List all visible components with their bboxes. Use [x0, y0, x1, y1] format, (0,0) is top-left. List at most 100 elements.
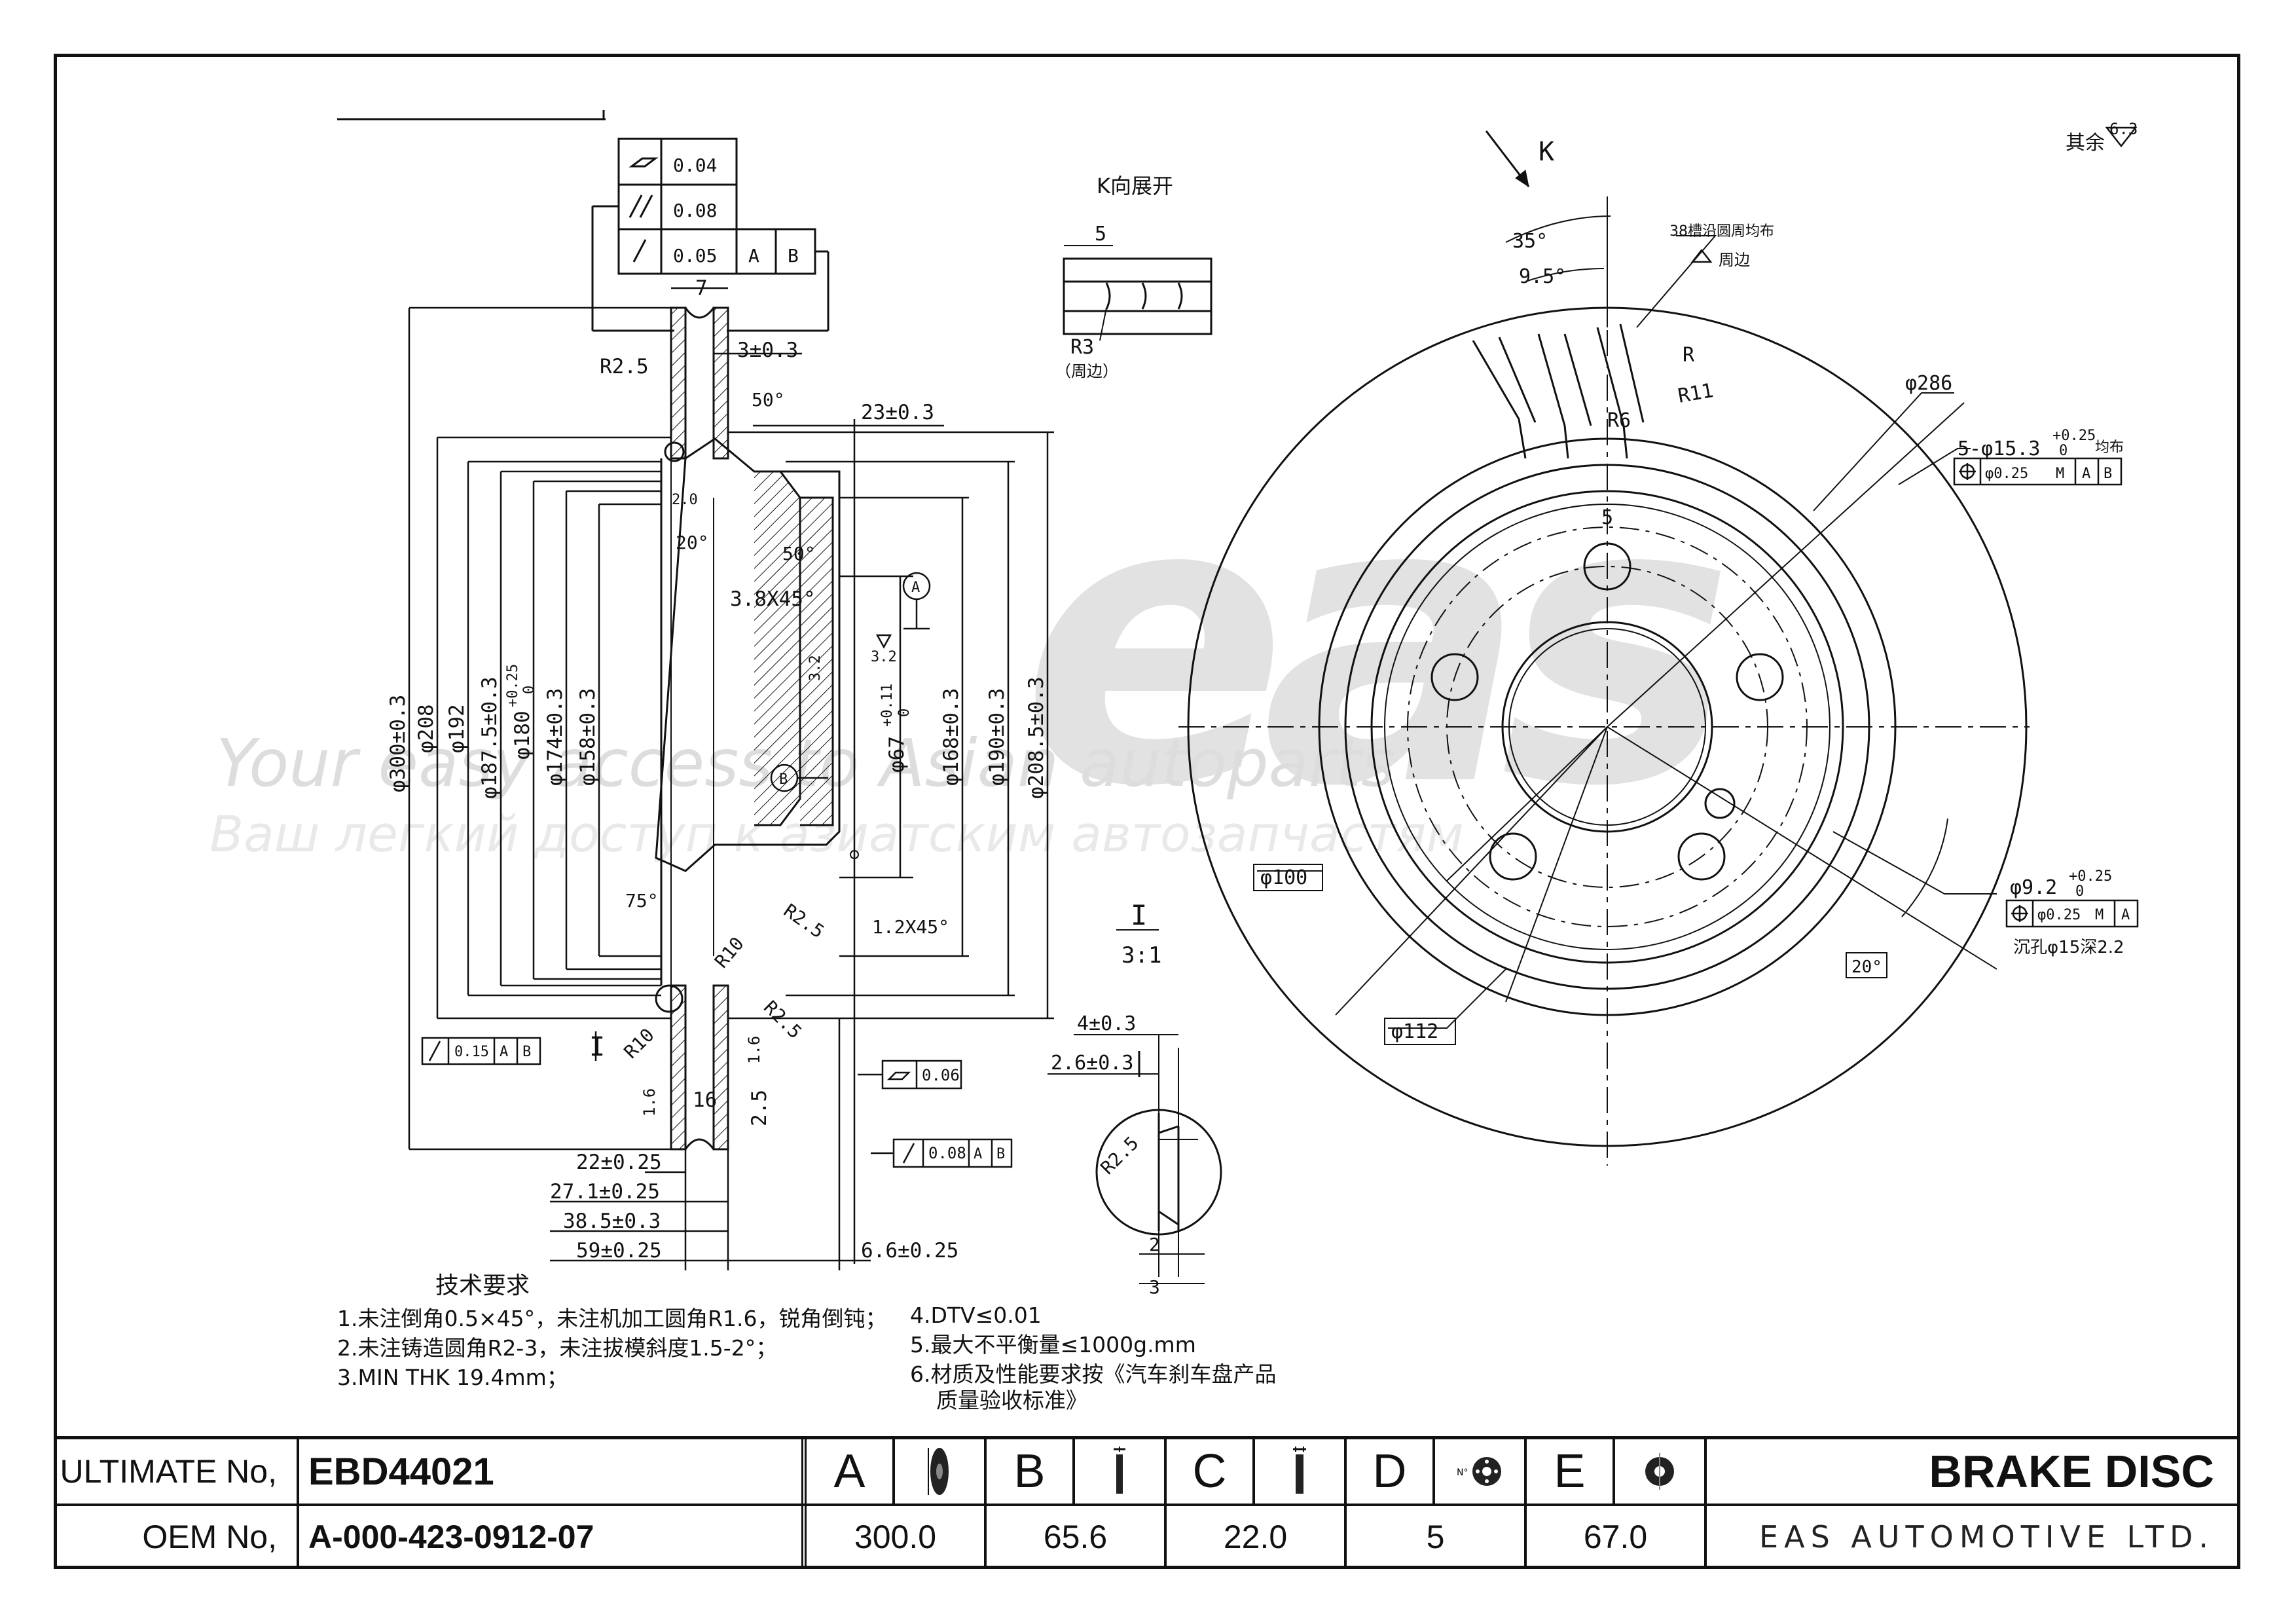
front-edge-note: 周边	[1719, 251, 1750, 269]
section-mark: I	[589, 1032, 605, 1062]
bolt-holes-icon: N°	[1435, 1439, 1527, 1504]
runout-value: 0.05	[673, 245, 717, 267]
front-d112: φ112	[1391, 1020, 1438, 1043]
front-hole9-tol2: 0	[2075, 883, 2084, 900]
title-row-2: OEM No, A-000-423-0912-07 300.0 65.6 22.…	[54, 1505, 2240, 1569]
dim-h271: 27.1±0.25	[550, 1180, 660, 1204]
dim-d168: φ168±0.3	[939, 688, 963, 786]
dim-d180-tol: +0.25	[505, 664, 521, 707]
runout-left-a: A	[500, 1044, 508, 1060]
dim-h22: 22±0.25	[576, 1151, 662, 1174]
detail-d4: 4±0.3	[1077, 1012, 1136, 1035]
dim-rough32a: 3.2	[807, 655, 824, 681]
front-ang35: 35°	[1512, 230, 1548, 253]
dim-ang20: 20°	[676, 532, 709, 553]
dim-w7: 7	[695, 276, 708, 300]
col-a-letter: A	[807, 1439, 895, 1504]
runout-datum-a: A	[748, 245, 759, 267]
k-view-r3: R3	[1070, 336, 1094, 359]
disc-diameter-icon	[895, 1439, 987, 1504]
ultimate-label: ULTIMATE No,	[54, 1439, 299, 1504]
dim-d192: φ192	[445, 704, 469, 753]
dim-d300: φ300±0.3	[386, 695, 410, 792]
col-c-value: 22.0	[1167, 1505, 1347, 1569]
dim-d180: φ180	[511, 710, 534, 760]
oem-label: OEM No,	[54, 1505, 299, 1569]
dim-d208: φ208	[414, 704, 438, 753]
runout-left-value: 0.15	[454, 1044, 489, 1060]
dim-d67-tol2: 0	[896, 709, 913, 717]
dim-ang50a: 50°	[752, 389, 785, 411]
dim-d158: φ158±0.3	[576, 688, 600, 786]
note-6: 6.材质及性能要求按《汽车刹车盘产品	[910, 1361, 1277, 1387]
flatness-frame	[591, 138, 829, 332]
detail-view	[1048, 929, 1222, 1284]
detail-scale: 3:1	[1121, 942, 1161, 969]
dim-d2085: φ208.5±0.3	[1025, 676, 1048, 799]
technical-notes: 技术要求 1.未注倒角0.5×45°，未注机加工圆角R1.6，锐角倒钝； 2.未…	[337, 1272, 1277, 1413]
front-d286: φ286	[1905, 372, 1952, 395]
front-hole9-tol: +0.25	[2069, 868, 2112, 885]
disc-front-view	[1178, 130, 2030, 1166]
dim-ch38: 3.8X45°	[730, 587, 816, 611]
front-pos2: φ0.25	[2037, 907, 2081, 923]
datum-b-label: B	[779, 771, 788, 788]
dim-d67-tol: +0.11	[879, 684, 896, 727]
dim-h66: 6.6±0.25	[861, 1239, 958, 1263]
note-3: 3.MIN THK 19.4mm；	[337, 1365, 568, 1390]
watermark: eas Your easy access to Asian autoparts …	[210, 415, 1747, 872]
detail-mark: I	[1131, 899, 1147, 931]
k-view-dim5: 5	[1095, 223, 1106, 246]
front-pos2-a: A	[2121, 907, 2130, 923]
col-b-letter: B	[987, 1439, 1075, 1504]
front-k: K	[1539, 137, 1554, 167]
title-block: ULTIMATE No, EBD44021 A B C D N° E BRAKE…	[54, 1436, 2240, 1569]
title-row-1: ULTIMATE No, EBD44021 A B C D N° E BRAKE…	[54, 1439, 2240, 1506]
front-holes-tol2: 0	[2059, 443, 2068, 459]
disc-cross-section	[655, 306, 859, 1151]
dim-v16b: 1.6	[745, 1036, 763, 1064]
dim-h385: 38.5±0.3	[563, 1209, 661, 1233]
dim-v16a: 1.6	[640, 1088, 659, 1116]
detail-d2: 2	[1149, 1234, 1160, 1255]
front-r: R	[1683, 344, 1695, 367]
col-b-value: 65.6	[987, 1505, 1167, 1569]
runout-2-value: 0.08	[928, 1144, 966, 1162]
svg-text:N°: N°	[1457, 1467, 1468, 1478]
runout-datum-b: B	[788, 245, 799, 267]
k-view-r3-note: （周边）	[1055, 362, 1118, 380]
front-hole9: φ9.2	[2010, 876, 2057, 899]
oem-value: A-000-423-0912-07	[299, 1505, 807, 1569]
front-holes-tol: +0.25	[2052, 428, 2096, 444]
col-d-value: 5	[1347, 1505, 1527, 1569]
note-2: 2.未注铸造圆角R2-3，未注拔模斜度1.5-2°；	[337, 1335, 777, 1361]
disc-thickness-icon	[1255, 1439, 1347, 1504]
dim-r25c: R2.5	[759, 997, 806, 1043]
dim-h59: 59±0.25	[576, 1239, 662, 1263]
k-view-title: K向展开	[1097, 174, 1173, 198]
front-r11: R11	[1676, 379, 1715, 408]
col-a-value: 300.0	[807, 1505, 987, 1569]
dim-rough32b: 3.2	[871, 649, 897, 665]
dim-d174: φ174±0.3	[543, 688, 567, 786]
dim-ang50b: 50°	[782, 543, 816, 564]
center-bore-icon	[1615, 1439, 1707, 1504]
dim-t3: 3±0.3	[737, 339, 798, 362]
runout-left-b: B	[522, 1044, 531, 1060]
product-name: BRAKE DISC	[1929, 1446, 2214, 1497]
front-other-rough: 其余	[2066, 132, 2105, 155]
front-pos1-a: A	[2082, 466, 2090, 482]
diameter-dim-lines	[408, 287, 1054, 1270]
dim-r25b: R2.5	[780, 900, 828, 943]
front-holes: 5-φ15.3	[1958, 437, 2040, 460]
watermark-logo: eas	[1021, 415, 1721, 872]
flatness-2-value: 0.06	[922, 1066, 960, 1084]
dim-r10a: R10	[620, 1024, 659, 1063]
front-d100: φ100	[1260, 866, 1307, 889]
k-view	[1063, 245, 1212, 341]
note-4: 4.DTV≤0.01	[910, 1302, 1042, 1328]
runout-2-b: B	[996, 1146, 1005, 1162]
dim-d190: φ190±0.3	[985, 688, 1009, 786]
flatness-value: 0.04	[673, 155, 717, 176]
front-ang20: 20°	[1851, 957, 1882, 977]
